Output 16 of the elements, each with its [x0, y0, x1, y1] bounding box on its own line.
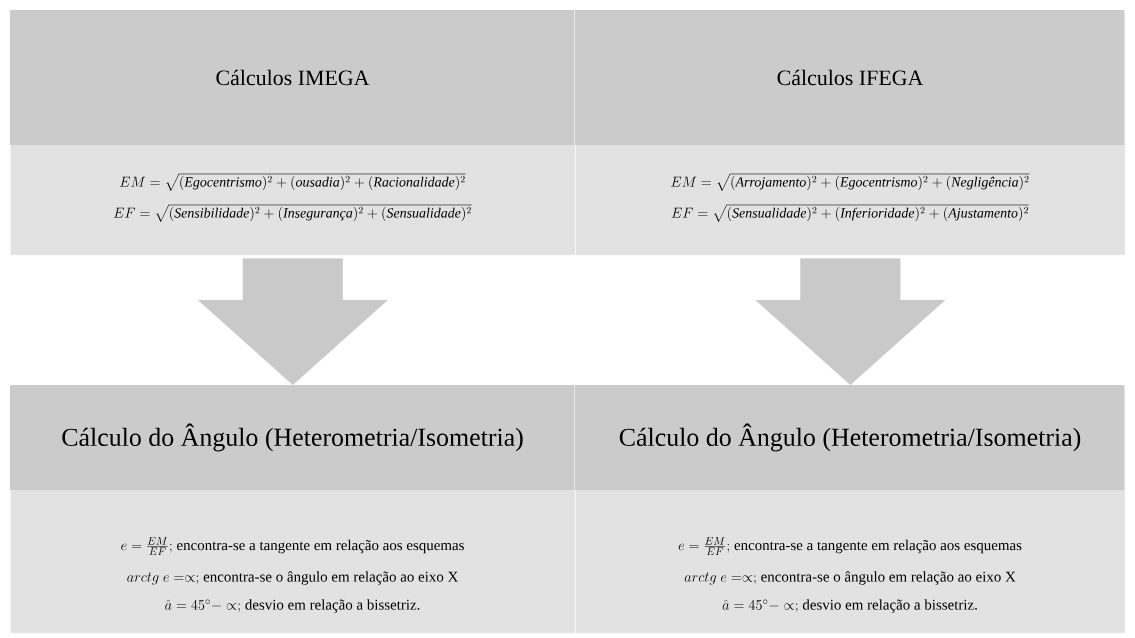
equation-line: $\hat{a} = 45^\circ - \propto;$ desvio em relação a bissetriz.: [165, 599, 420, 613]
panel-heading: Cálculos IFEGA: [777, 69, 924, 86]
equation-line: $EM = \sqrt{(\textit{Arrojamento})^2+(\textit{Egocentrismo})^2+(\textit{Negligência})^2}$: [671, 173, 1030, 191]
block-arrow: [197, 258, 388, 386]
equation-line: $arctg\ e = \propto;$ encontra-se o ângulo em relação ao eixo X: [127, 571, 459, 585]
equation-line: $EF = \sqrt{(\textit{Sensualidade})^2+(\textit{Inferioridade})^2+(\textit{Ajustamento})^2}$: [671, 204, 1029, 222]
equation-line: $arctg\ e = \propto;$ encontra-se o ângulo em relação ao eixo X: [684, 571, 1016, 585]
equation-line: $e = \frac{EM}{EF};$ encontra-se a tangente em relação aos esquemas: [678, 536, 1022, 555]
equation-line: $\hat{a} = 45^\circ - \propto;$ desvio em relação a bissetriz.: [722, 599, 977, 613]
equation-line: $EF = \sqrt{(\textit{Sensibilidade})^2+(\textit{Insegurança})^2+(\textit{Sensualidade})^2}$: [113, 204, 472, 222]
panel-heading: Cálculos IMEGA: [216, 69, 370, 86]
equation-line: $e = \frac{EM}{EF};$ encontra-se a tangente em relação aos esquemas: [121, 536, 464, 555]
panel-heading: Cálculo do Ângulo (Heterometria/Isometria): [62, 423, 523, 452]
block-arrow: [755, 258, 946, 386]
equation-line: $EM = \sqrt{(\textit{Egocentrismo})^2+(\textit{ousadia})^2+(\textit{Racionalidade})^2}$: [119, 173, 466, 191]
panel-heading: Cálculo do Ângulo (Heterometria/Isometria): [619, 423, 1081, 452]
